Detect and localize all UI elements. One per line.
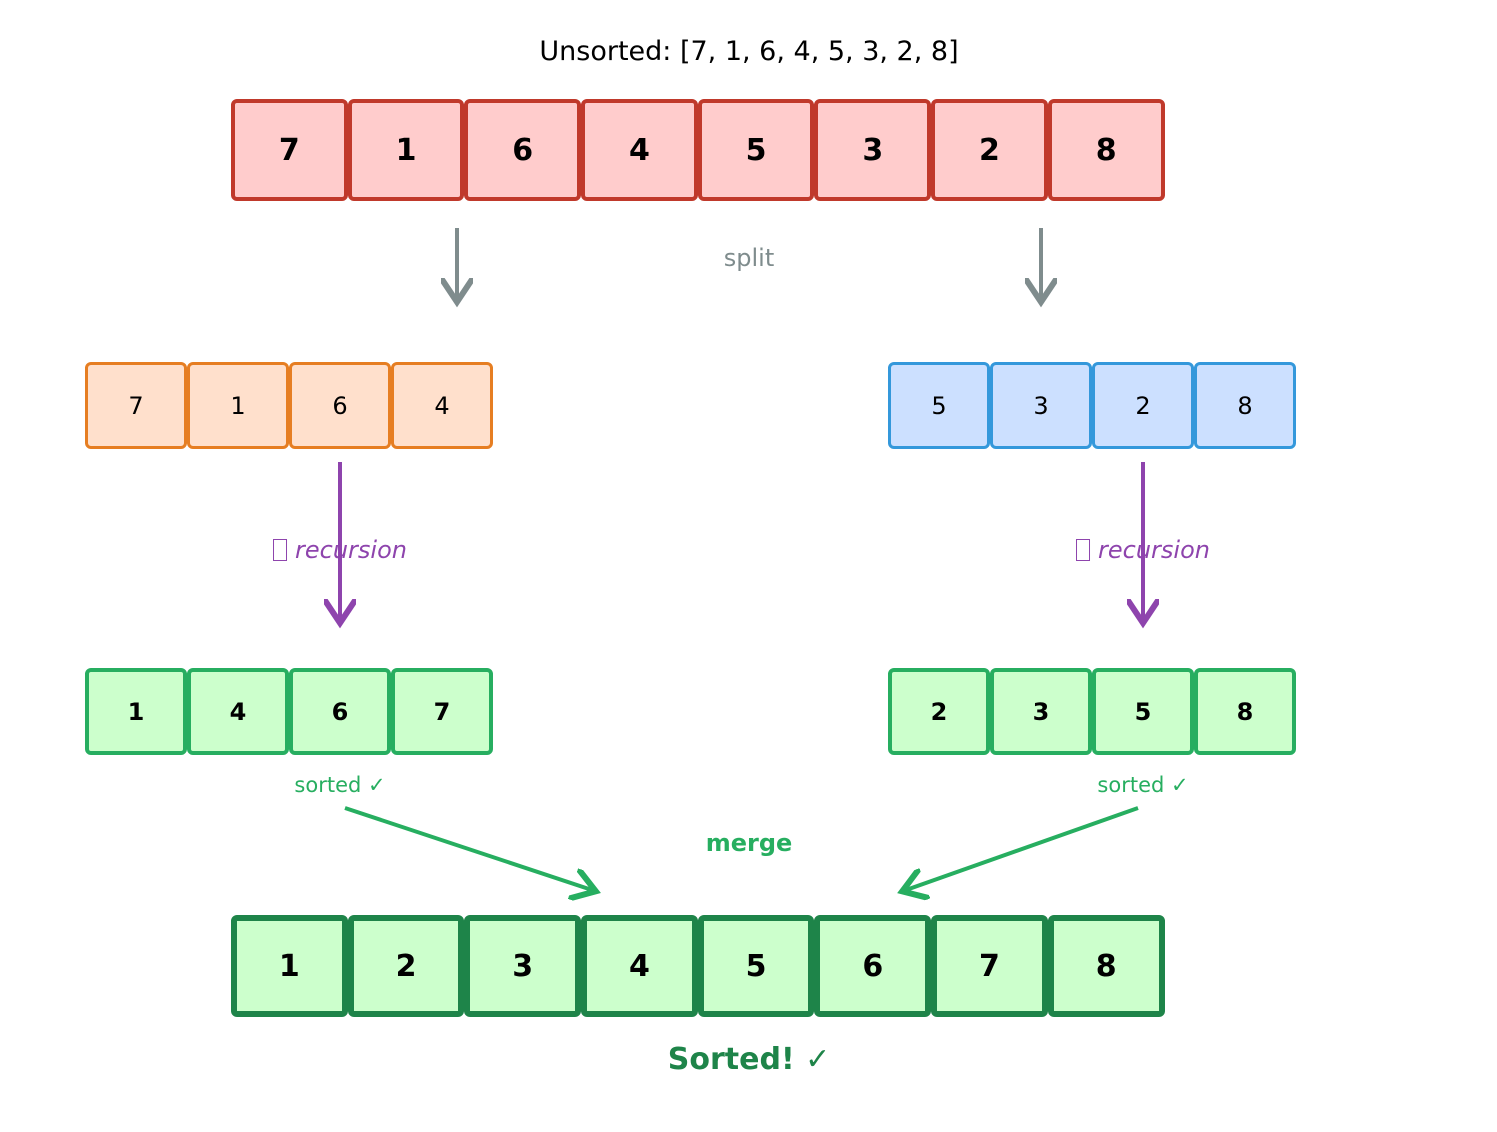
merge-arrow-right <box>906 806 1139 890</box>
missing-glyph-icon <box>273 539 288 561</box>
array-cell: 7 <box>391 668 493 755</box>
merge-label: merge <box>705 829 793 857</box>
array-cell: 3 <box>990 668 1092 755</box>
split-label: split <box>723 244 775 272</box>
recursion-label-left: recursion <box>273 536 407 564</box>
array-cell: 1 <box>231 915 348 1017</box>
array-cell: 4 <box>187 668 289 755</box>
array-cell: 6 <box>289 668 391 755</box>
array-cell: 2 <box>888 668 990 755</box>
recursion-text: recursion <box>295 536 407 564</box>
array-cell: 7 <box>231 99 348 201</box>
array-cell: 5 <box>1092 668 1194 755</box>
merge-arrow-left <box>344 806 592 890</box>
sorted-label-left: sorted ✓ <box>294 773 386 797</box>
array-cell: 6 <box>814 915 932 1017</box>
array-cell: 4 <box>581 99 698 201</box>
sorted-result-label: Sorted! ✓ <box>667 1042 831 1077</box>
array-cell: 3 <box>990 362 1092 449</box>
recursion-text: recursion <box>1098 536 1210 564</box>
sorted-label-right: sorted ✓ <box>1097 773 1189 797</box>
array-cell: 8 <box>1194 668 1296 755</box>
array-cell: 4 <box>581 915 698 1017</box>
array-cell: 2 <box>1092 362 1194 449</box>
array-cell: 4 <box>391 362 493 449</box>
array-cell: 1 <box>85 668 187 755</box>
array-cell: 7 <box>85 362 187 449</box>
recursion-label-right: recursion <box>1076 536 1210 564</box>
array-cell: 2 <box>347 915 465 1017</box>
array-cell: 2 <box>931 99 1048 201</box>
array-cell: 1 <box>187 362 289 449</box>
array-cell: 5 <box>888 362 990 449</box>
array-cell: 3 <box>464 915 582 1017</box>
array-cell: 8 <box>1047 915 1165 1017</box>
array-cell: 7 <box>931 915 1048 1017</box>
array-cell: 6 <box>289 362 391 449</box>
array-cell: 3 <box>814 99 932 201</box>
missing-glyph-icon <box>1076 539 1091 561</box>
array-cell: 8 <box>1194 362 1296 449</box>
array-cell: 5 <box>697 915 815 1017</box>
array-cell: 5 <box>697 99 815 201</box>
array-cell: 1 <box>347 99 465 201</box>
title: Unsorted: [7, 1, 6, 4, 5, 3, 2, 8] <box>539 36 959 67</box>
array-cell: 8 <box>1047 99 1165 201</box>
array-cell: 6 <box>464 99 582 201</box>
